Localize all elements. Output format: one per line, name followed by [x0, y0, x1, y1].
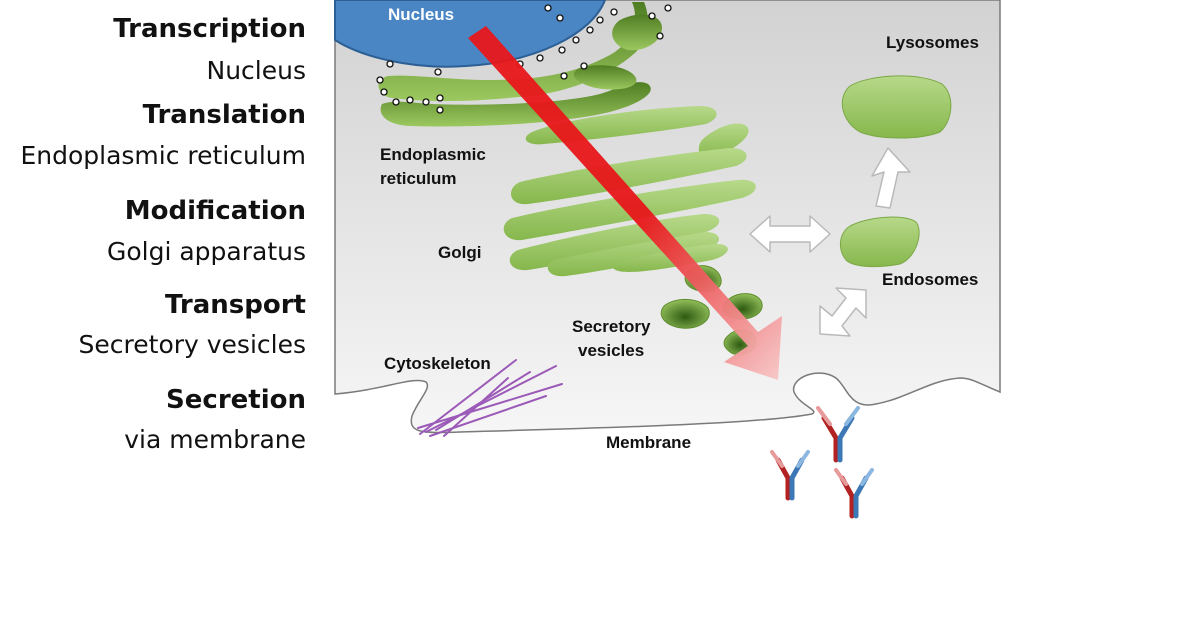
antibody-icon — [816, 406, 860, 463]
step-modification-title: Modification — [124, 196, 306, 226]
step-translation-title: Translation — [142, 100, 306, 130]
step-transport-location: Secretory vesicles — [78, 330, 306, 359]
step-secretion-title: Secretion — [166, 385, 306, 415]
vesicles-label-line2: vesicles — [578, 341, 644, 360]
step-transcription-location: Nucleus — [206, 56, 307, 85]
cytoskeleton-label: Cytoskeleton — [384, 354, 491, 373]
double-arrow-golgi-endosome-icon — [749, 215, 831, 253]
golgi-label: Golgi — [438, 243, 481, 262]
er-label-line2: reticulum — [380, 169, 457, 188]
step-transport-title: Transport — [165, 290, 306, 320]
cytoskeleton-filaments — [417, 359, 563, 437]
antibody-icon — [834, 468, 874, 519]
endoplasmic-reticulum — [376, 2, 672, 127]
endosomes-label: Endosomes — [882, 270, 978, 289]
step-secretion-location: via membrane — [124, 425, 306, 454]
lysosomes-label: Lysosomes — [886, 33, 979, 52]
endosome — [840, 216, 920, 268]
nucleus-label: Nucleus — [388, 5, 454, 24]
membrane-label: Membrane — [606, 433, 691, 452]
double-arrow-membrane-endosome-icon — [819, 287, 867, 337]
nucleus — [334, 0, 607, 68]
er-label-line1: Endoplasmic — [380, 145, 486, 164]
process-steps: Transcription Nucleus Translation Endopl… — [0, 0, 306, 470]
antibody-icon — [770, 450, 810, 501]
lysosome — [841, 75, 952, 139]
secretory-pathway-arrow — [468, 26, 782, 380]
vesicles-label-line1: Secretory — [572, 317, 651, 336]
step-translation-location: Endoplasmic reticulum — [20, 141, 306, 170]
step-modification-location: Golgi apparatus — [106, 237, 306, 266]
arrow-endosome-to-lysosome-icon — [871, 147, 911, 209]
step-transcription-title: Transcription — [113, 14, 306, 44]
